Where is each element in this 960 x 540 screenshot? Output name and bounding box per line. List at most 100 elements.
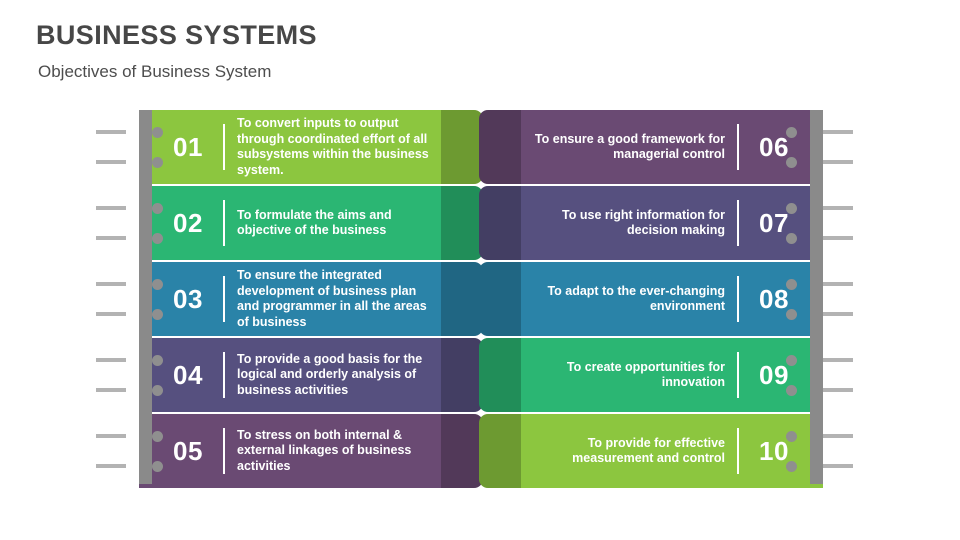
connector-line: [96, 388, 126, 392]
card-number: 08: [759, 283, 789, 314]
connector-dot: [152, 203, 163, 214]
card-number: 06: [759, 131, 789, 162]
card-shadow-edge: [441, 338, 483, 412]
card-background: [479, 338, 823, 412]
card-divider: [223, 428, 225, 474]
card-number: 10: [759, 435, 789, 466]
card-description: To convert inputs to output through coor…: [237, 116, 429, 177]
connector-line: [96, 160, 126, 164]
connector-dot: [152, 385, 163, 396]
connector-line: [96, 206, 126, 210]
card-description: To use right information for decision ma…: [562, 207, 725, 238]
connector-line: [823, 388, 853, 392]
card-description: To ensure the integrated development of …: [237, 268, 427, 329]
connector-dot: [152, 461, 163, 472]
connector-line: [823, 130, 853, 134]
card-description: To stress on both internal & external li…: [237, 427, 412, 473]
card-description: To create opportunities for innovation: [566, 359, 725, 390]
card-description: To provide for effective measurement and…: [572, 435, 725, 466]
card-content: 03 To ensure the integrated development o…: [139, 262, 483, 336]
connector-line: [823, 282, 853, 286]
card-background: [479, 262, 823, 336]
card-fill: [139, 262, 483, 336]
card-shadow-edge: [479, 262, 521, 336]
connector-dot: [152, 233, 163, 244]
card-divider: [223, 200, 225, 246]
connector-line: [823, 312, 853, 316]
card-fill: [479, 262, 823, 336]
card-background: [139, 110, 483, 184]
right-column: 06 To ensure a good framework for manager…: [479, 110, 853, 488]
connector-line: [96, 130, 126, 134]
connector-line: [823, 236, 853, 240]
card-description: To formulate the aims and objective of t…: [237, 207, 392, 238]
connector-dot: [786, 233, 797, 244]
right-rail: [810, 110, 823, 484]
connector-dot: [786, 385, 797, 396]
card-content: 07 To use right information for decision …: [479, 186, 823, 260]
card-content: 06 To ensure a good framework for manager…: [479, 110, 823, 184]
connector-dot: [786, 127, 797, 138]
card-divider: [737, 124, 739, 170]
card-background: [479, 186, 823, 260]
card-fill: [479, 110, 823, 184]
card-content: 02 To formulate the aims and objective of…: [139, 186, 483, 260]
connector-line: [96, 464, 126, 468]
card-content: 10 To provide for effective measurement a…: [479, 414, 823, 488]
connector-line: [96, 358, 126, 362]
connector-dot: [786, 355, 797, 366]
card-description: To ensure a good framework for manageria…: [534, 131, 725, 162]
card-number: 07: [759, 207, 789, 238]
left-column: 01 To convert inputs to output through co…: [96, 110, 483, 488]
objective-card-10[interactable]: 10 To provide for effective measurement a…: [479, 414, 823, 488]
card-fill: [139, 110, 483, 184]
card-number: 02: [173, 207, 203, 238]
card-divider: [737, 352, 739, 398]
card-background: [139, 338, 483, 412]
page-title: BUSINESS SYSTEMS: [36, 20, 317, 50]
connector-dot: [786, 279, 797, 290]
card-shadow-edge: [479, 338, 521, 412]
card-divider: [223, 124, 225, 170]
connector-line: [823, 160, 853, 164]
card-background: [139, 262, 483, 336]
card-content: 09 To create opportunities for innovation: [479, 338, 823, 412]
objective-card-01[interactable]: 01 To convert inputs to output through co…: [139, 110, 483, 184]
card-fill: [479, 414, 823, 488]
card-shadow-edge: [441, 186, 483, 260]
card-shadow-edge: [479, 414, 521, 488]
left-rail: [139, 110, 152, 484]
card-divider: [737, 276, 739, 322]
objective-card-09[interactable]: 09 To create opportunities for innovation: [479, 338, 823, 412]
connector-dot: [152, 157, 163, 168]
card-number: 01: [173, 131, 203, 162]
connector-dot: [786, 461, 797, 472]
card-background: [479, 110, 823, 184]
card-number: 04: [173, 359, 203, 390]
card-shadow-edge: [479, 110, 521, 184]
connector-dot: [152, 309, 163, 320]
card-number: 03: [173, 283, 203, 314]
card-description: To adapt to the ever-changing environmen…: [547, 283, 725, 314]
objective-card-02[interactable]: 02 To formulate the aims and objective of…: [139, 186, 483, 260]
card-content: 01 To convert inputs to output through co…: [139, 110, 483, 184]
page-subtitle: Objectives of Business System: [38, 62, 272, 81]
objective-card-03[interactable]: 03 To ensure the integrated development o…: [139, 262, 483, 336]
connector-dot: [152, 127, 163, 138]
connector-line: [823, 206, 853, 210]
card-number: 05: [173, 435, 203, 466]
connector-line: [823, 464, 853, 468]
card-number: 09: [759, 359, 789, 390]
card-background: [139, 186, 483, 260]
card-fill: [139, 414, 483, 488]
objective-card-08[interactable]: 08 To adapt to the ever-changing environm…: [479, 262, 823, 336]
objective-card-05[interactable]: 05 To stress on both internal & external …: [139, 414, 483, 488]
connector-dot: [786, 309, 797, 320]
objective-card-07[interactable]: 07 To use right information for decision …: [479, 186, 823, 260]
objective-card-06[interactable]: 06 To ensure a good framework for manager…: [479, 110, 823, 184]
connector-line: [96, 282, 126, 286]
card-shadow-edge: [441, 262, 483, 336]
